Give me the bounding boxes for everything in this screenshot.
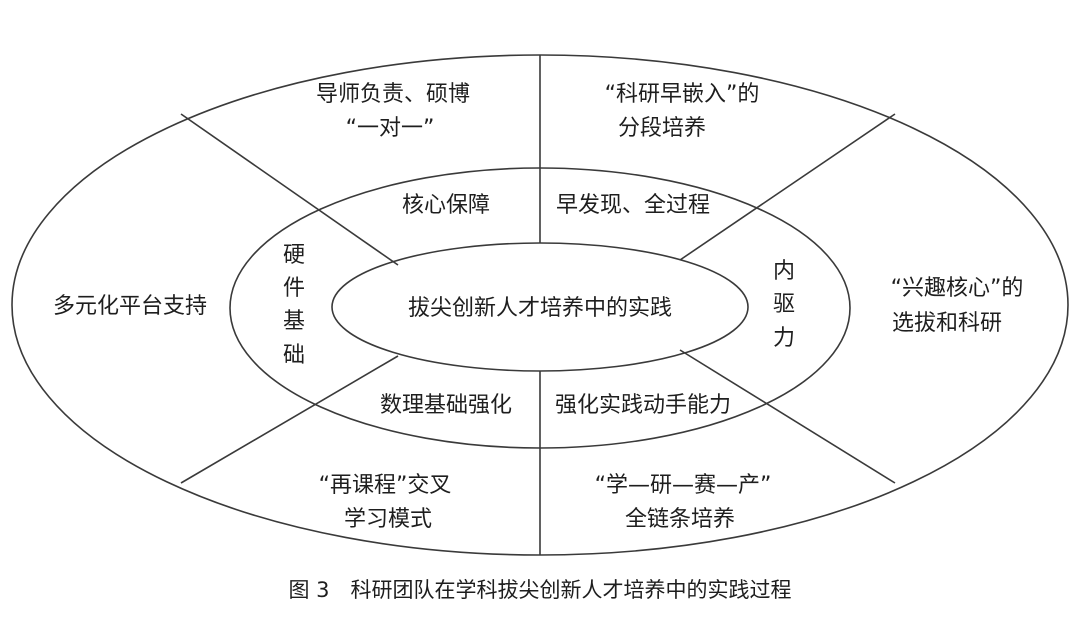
middle-left-char-2: 件	[283, 276, 305, 301]
outer-right-line-2: 选拔和科研	[892, 311, 1002, 336]
middle-left-char-3: 基	[283, 309, 305, 334]
divider-lower-left	[180, 355, 399, 484]
divider-upper-right	[679, 113, 896, 261]
middle-left-char-4: 础	[283, 343, 305, 368]
middle-top-left-label: 核心保障	[402, 193, 490, 218]
figure-caption: 图 3 科研团队在学科拔尖创新人才培养中的实践过程	[288, 578, 791, 602]
middle-left-char-1: 硬	[283, 243, 305, 268]
divider-upper-left	[180, 113, 399, 266]
middle-bottom-right-label: 强化实践动手能力	[555, 393, 731, 418]
outer-bottom-right-line-1: “学—研—赛—产”	[595, 473, 772, 498]
middle-right-char-1: 内	[773, 259, 795, 284]
outer-bottom-left-line-2: 学习模式	[344, 507, 432, 532]
outer-top-right-line-2: 分段培养	[618, 116, 706, 141]
outer-right-line-1: “兴趣核心”的	[891, 276, 1024, 301]
outer-top-left-line-1: 导师负责、硕博	[316, 82, 470, 107]
middle-bottom-left-label: 数理基础强化	[380, 393, 512, 418]
outer-left-label: 多元化平台支持	[53, 294, 207, 319]
middle-right-char-3: 力	[773, 326, 795, 351]
center-label: 拔尖创新人才培养中的实践	[408, 296, 672, 321]
outer-top-right-line-1: “科研早嵌入”的	[605, 82, 760, 107]
middle-right-char-2: 驱	[773, 292, 795, 317]
middle-top-right-label: 早发现、全过程	[556, 193, 710, 218]
outer-top-left-line-2: “一对一”	[346, 116, 435, 141]
outer-bottom-left-line-1: “再课程”交叉	[319, 473, 452, 498]
outer-bottom-right-line-2: 全链条培养	[625, 507, 735, 532]
divider-lower-right	[679, 349, 896, 484]
